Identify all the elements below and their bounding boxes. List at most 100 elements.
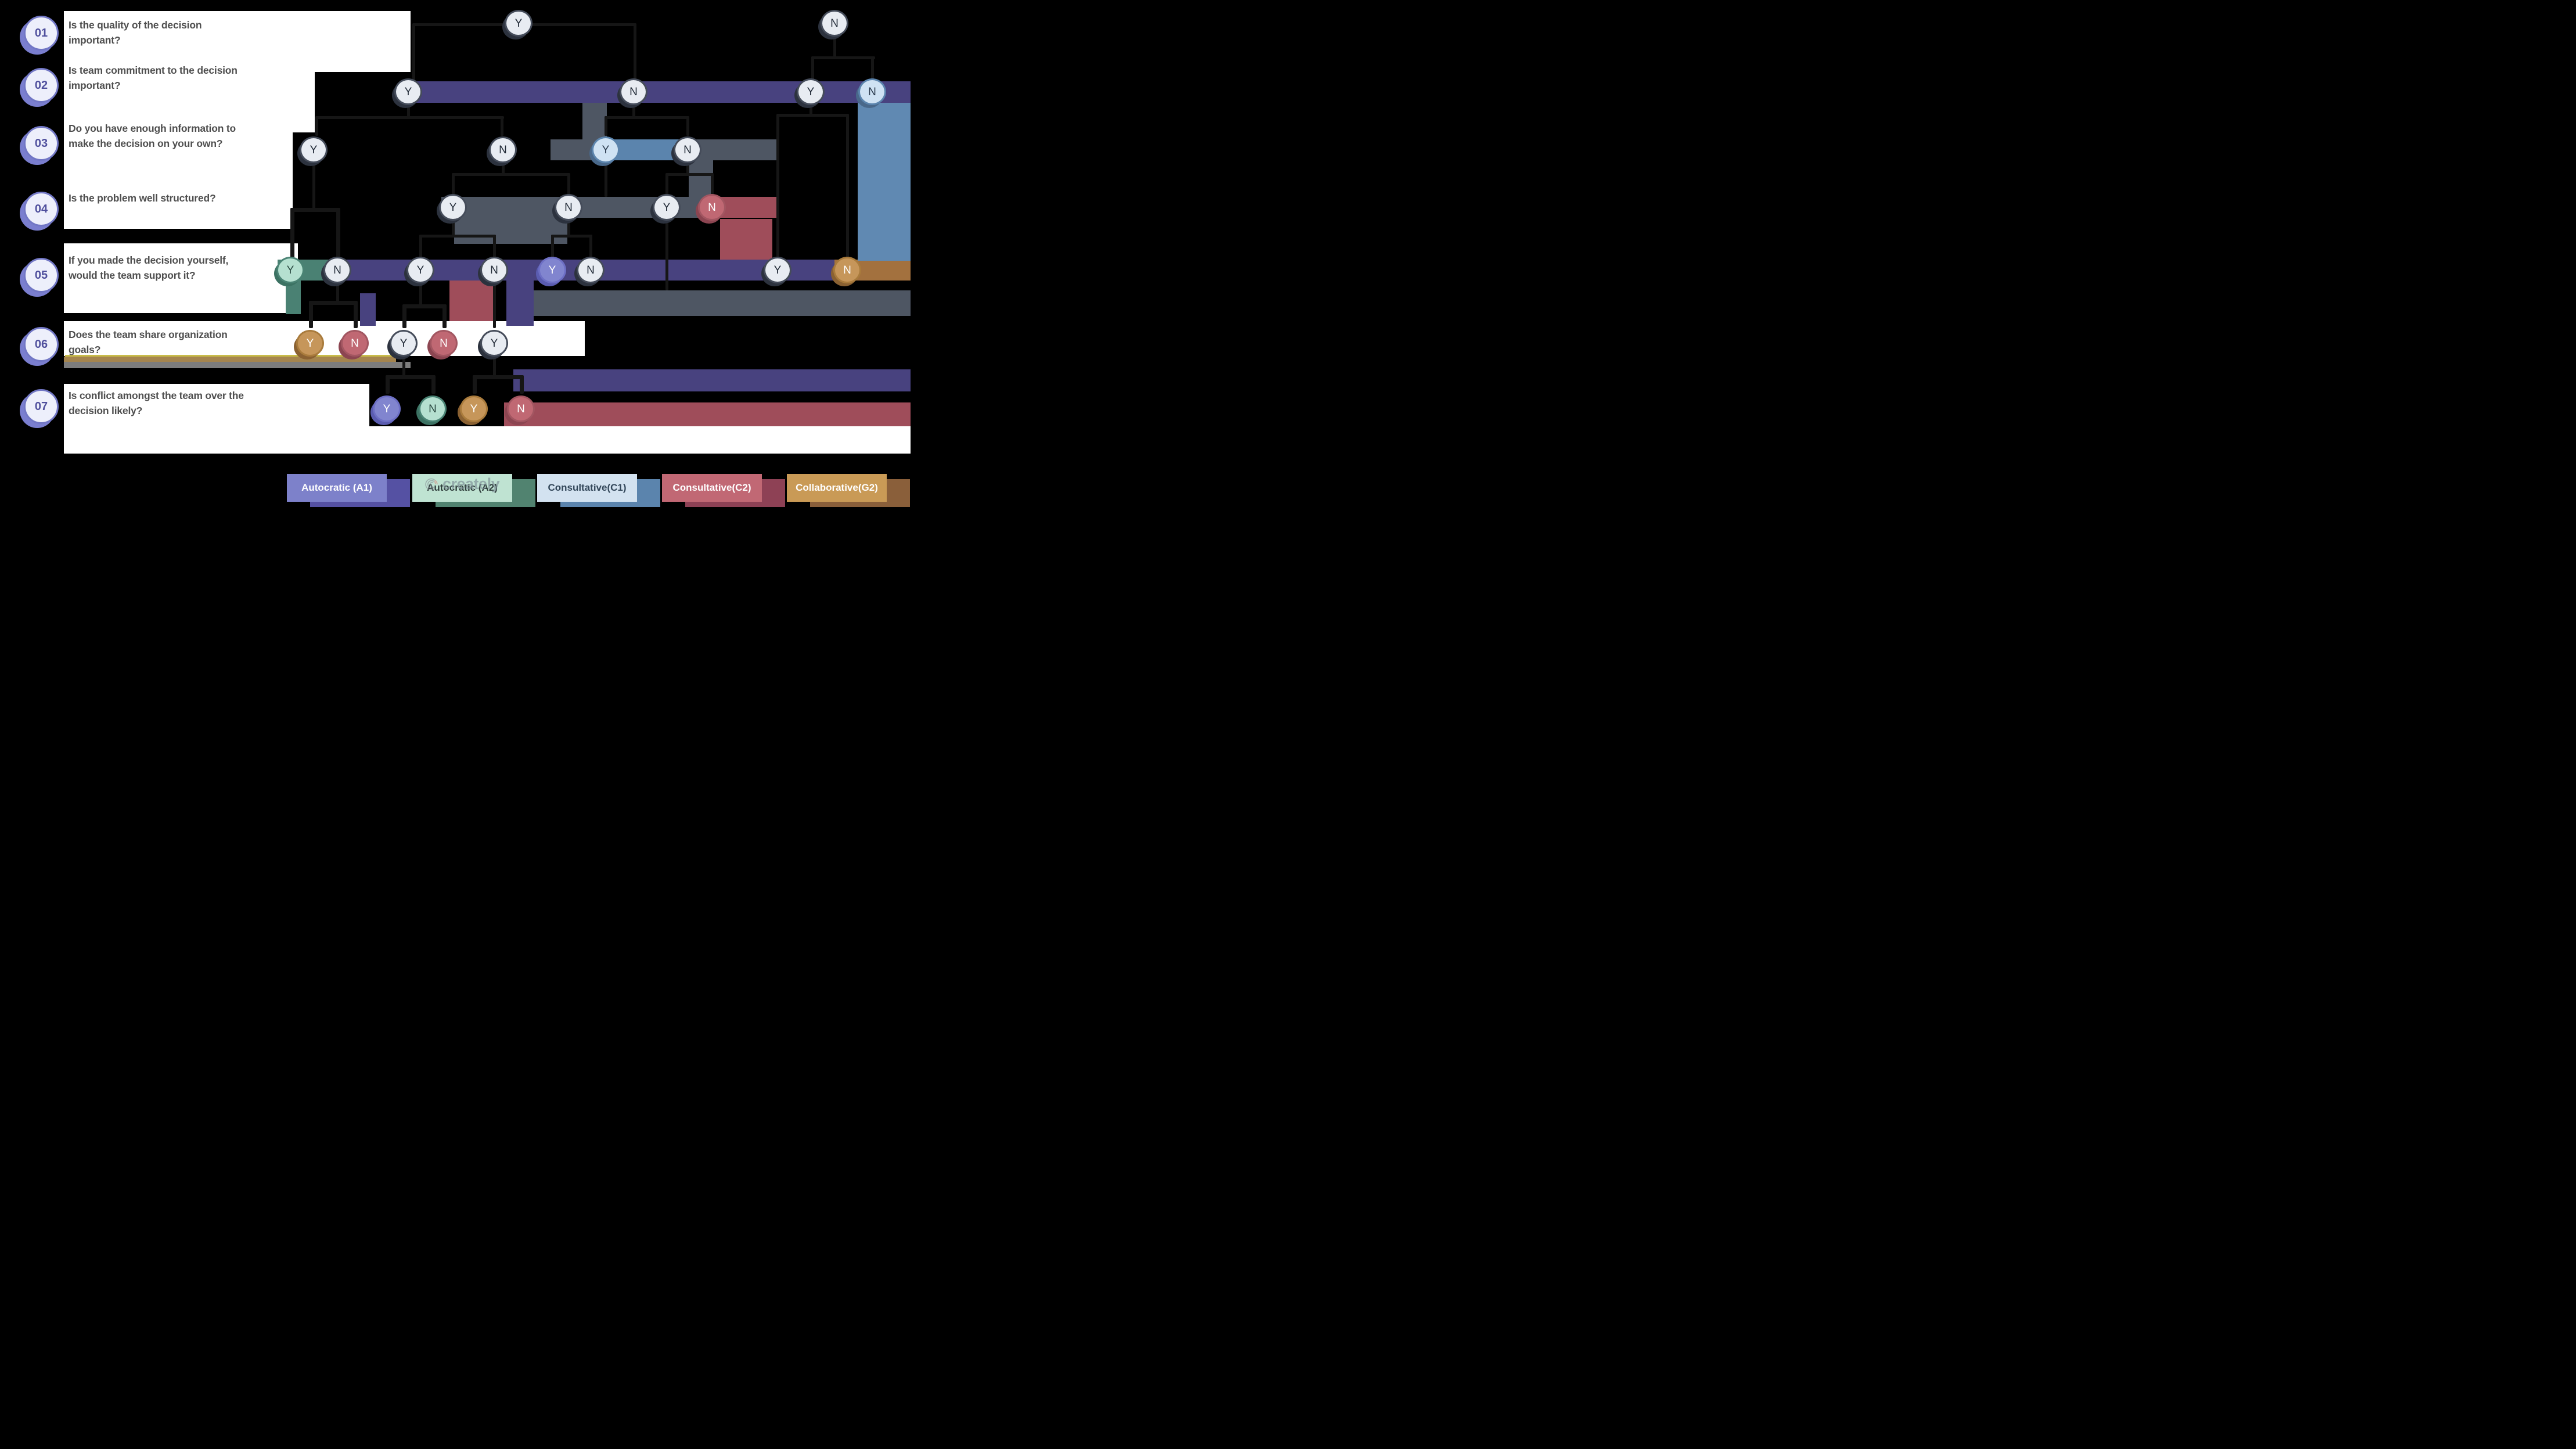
connector-segment [665, 173, 714, 176]
outcome-band [513, 369, 911, 391]
connector-segment [589, 235, 592, 260]
connector-segment [551, 235, 554, 260]
connector-segment [452, 218, 455, 236]
question-text-06: Does the team share organization goals? [69, 329, 228, 355]
connector-segment [871, 56, 874, 81]
connector-segment [419, 235, 422, 260]
decision-node-n: N [419, 395, 447, 422]
connector-segment [407, 103, 410, 117]
connector-segment [290, 208, 294, 258]
decision-node-n: N [858, 78, 886, 105]
connector-segment [290, 208, 340, 212]
decision-node-n: N [674, 136, 701, 163]
connector-band [506, 281, 534, 326]
question-badge-01: 01 [24, 16, 59, 51]
connector-segment [386, 375, 390, 394]
connector-segment [452, 173, 455, 197]
connector-segment [386, 375, 434, 379]
connector-segment [605, 116, 607, 136]
connector-segment [665, 173, 668, 197]
connector-segment [315, 116, 318, 136]
connector-band [689, 160, 713, 197]
connector-segment [810, 103, 812, 115]
connector-segment [776, 114, 779, 258]
connector-segment [419, 281, 422, 305]
decision-node-y: Y [460, 395, 488, 422]
decision-node-y: Y [300, 136, 328, 163]
legend-entry-label: Consultative(C1) [548, 482, 627, 493]
legend-entry-box: Autocratic (A1) [287, 474, 387, 502]
connector-segment [502, 160, 505, 174]
question-text-03: Do you have enough information to make t… [69, 123, 236, 149]
connector-segment [431, 375, 436, 394]
outcome-band [405, 81, 911, 103]
question-text-07: Is conflict amongst the team over the de… [69, 390, 244, 416]
legend-entry: Autocratic (A1) [287, 474, 410, 507]
creately-logo-icon [425, 478, 438, 490]
connector-segment [811, 56, 814, 81]
connector-segment [312, 160, 315, 209]
connector-segment [711, 173, 714, 197]
decision-node-y: Y [276, 257, 304, 283]
connector-band [449, 281, 496, 321]
question-badge-05: 05 [24, 258, 59, 293]
connector-segment [412, 23, 415, 80]
decision-node-y: Y [764, 257, 791, 283]
decision-node-n: N [489, 136, 517, 163]
decision-node-y: Y [505, 10, 533, 37]
connector-segment [315, 116, 504, 119]
decision-node-y: Y [797, 78, 825, 105]
question-text-04: Is the problem well structured? [69, 192, 216, 204]
connector-segment [442, 304, 447, 328]
question-badge-04: 04 [24, 192, 59, 226]
legend-entry: Consultative(C1) [537, 474, 660, 507]
legend-entry-label: Autocratic (A1) [301, 482, 372, 493]
question-badge-02: 02 [24, 68, 59, 103]
connector-segment [776, 114, 849, 117]
decision-node-n: N [480, 257, 508, 283]
decision-node-y: Y [296, 330, 324, 357]
decision-node-y: Y [592, 136, 620, 163]
connector-segment [634, 23, 636, 80]
connector-band [286, 281, 301, 314]
connector-band [720, 219, 772, 260]
connector-segment [412, 23, 510, 26]
decision-node-n: N [821, 10, 848, 37]
connector-band [582, 103, 607, 139]
connector-segment [402, 358, 405, 376]
question-text-05: If you made the decision yourself, would… [69, 254, 229, 281]
outcome-band [527, 290, 911, 316]
connector-band [858, 103, 911, 261]
connector-segment [846, 114, 849, 258]
connector-segment [605, 116, 689, 119]
legend-entry-box: Consultative(C2) [662, 474, 762, 502]
legend-entry-box: Consultative(C1) [537, 474, 637, 502]
connector-segment [501, 116, 503, 136]
connector-segment [665, 218, 668, 290]
decision-node-n: N [341, 330, 369, 357]
connector-segment [452, 173, 570, 176]
connector-segment [567, 218, 570, 236]
outcome-band [504, 402, 911, 426]
decision-node-y: Y [480, 330, 508, 357]
question-panel [64, 72, 315, 132]
legend-entry: Collaborative(G2) [787, 474, 910, 507]
connector-segment [473, 375, 523, 379]
decision-node-y: Y [406, 257, 434, 283]
connector-segment [354, 301, 358, 328]
connector-segment [632, 103, 635, 117]
connector-segment [402, 304, 445, 308]
connector-segment [493, 235, 496, 260]
connector-segment [520, 375, 524, 394]
decision-node-n: N [698, 194, 726, 221]
question-panel [64, 11, 411, 72]
question-panel [64, 426, 911, 454]
connector-segment [402, 304, 406, 328]
connector-segment [419, 235, 496, 238]
question-badge-06: 06 [24, 327, 59, 362]
connector-segment [473, 375, 477, 394]
decision-node-n: N [833, 257, 861, 283]
connector-segment [309, 301, 357, 305]
decision-node-n: N [430, 330, 458, 357]
connector-segment [686, 116, 689, 136]
